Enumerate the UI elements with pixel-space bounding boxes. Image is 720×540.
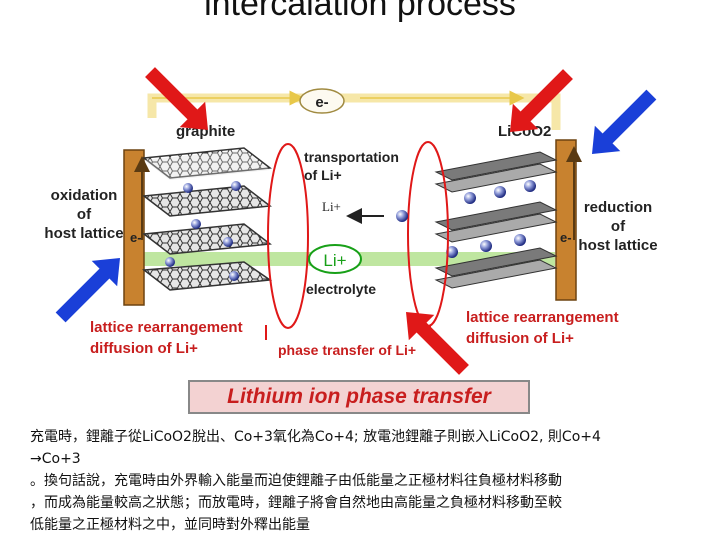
caption-line-2: →Co+3 [30, 451, 81, 467]
lattice-right-line2: diffusion of Li+ [466, 330, 574, 347]
blue-arrow-right [592, 89, 657, 154]
oxidation-line2: of [77, 206, 92, 223]
electron-top-bubble: e- [299, 88, 345, 114]
transport-label-line2: of Li+ [304, 167, 342, 183]
lattice-left-line1: lattice rearrangement [90, 319, 243, 336]
phase-transfer-box: phase transfer of Li+ [265, 325, 431, 358]
li-ion-anode [165, 181, 241, 281]
caption-line-1: 充電時，鋰離子從LiCoO2脫出、Co+3氧化為Co+4; 放電池鋰離子則嵌入L… [30, 429, 601, 445]
li-ion-cathode [446, 180, 536, 258]
cathode-licoo2 [434, 139, 582, 301]
caption-line-4: ，而成為能量較高之狀態；而放電時，鋰離子將會自然地由高能量之負極材料移動至較 [30, 495, 562, 511]
page-title: intercalation process [204, 0, 516, 23]
reduction-line2: of [611, 218, 626, 235]
lattice-left-line2: diffusion of Li+ [90, 340, 198, 357]
li-ion-electrolyte-label: Li+ [323, 251, 346, 270]
electron-right-label: e- [560, 230, 572, 245]
reduction-line1: reduction [584, 199, 652, 216]
li-ion-electrolyte-badge: Li+ [308, 244, 362, 274]
anode-interface-ellipse [267, 143, 309, 329]
lattice-right-line1: lattice rearrangement [466, 309, 619, 326]
caption-text: 充電時，鋰離子從LiCoO2脫出、Co+3氧化為Co+4; 放電池鋰離子則嵌入L… [30, 426, 716, 536]
reduction-line3: host lattice [578, 237, 657, 254]
red-arrow-bottom [406, 312, 469, 375]
banner-text: Lithium ion phase transfer [227, 385, 491, 408]
anode-graphite [123, 147, 273, 306]
electrolyte-label: electrolyte [306, 281, 376, 297]
li-ion-label: Li+ [322, 199, 341, 214]
electron-left-label: e- [130, 230, 142, 245]
caption-line-3: 。換句話說，充電時由外界輸入能量而迫使鋰離子由低能量之正極材料往負極材料移動 [30, 473, 562, 489]
phase-transfer-banner: Lithium ion phase transfer [188, 380, 530, 414]
blue-arrow-left [55, 258, 120, 323]
oxidation-line1: oxidation [51, 187, 118, 204]
phase-transfer-label: phase transfer of Li+ [278, 342, 416, 358]
red-arrow-top-right [510, 69, 573, 132]
oxidation-line3: host lattice [44, 225, 123, 242]
electron-top-label: e- [315, 94, 328, 111]
red-arrow-top-left [145, 67, 208, 130]
caption-line-5: 低能量之正極材料之中，並同時對外釋出能量 [30, 517, 310, 533]
transport-label-line1: transportation [304, 149, 399, 165]
moving-li-ion [396, 210, 408, 222]
